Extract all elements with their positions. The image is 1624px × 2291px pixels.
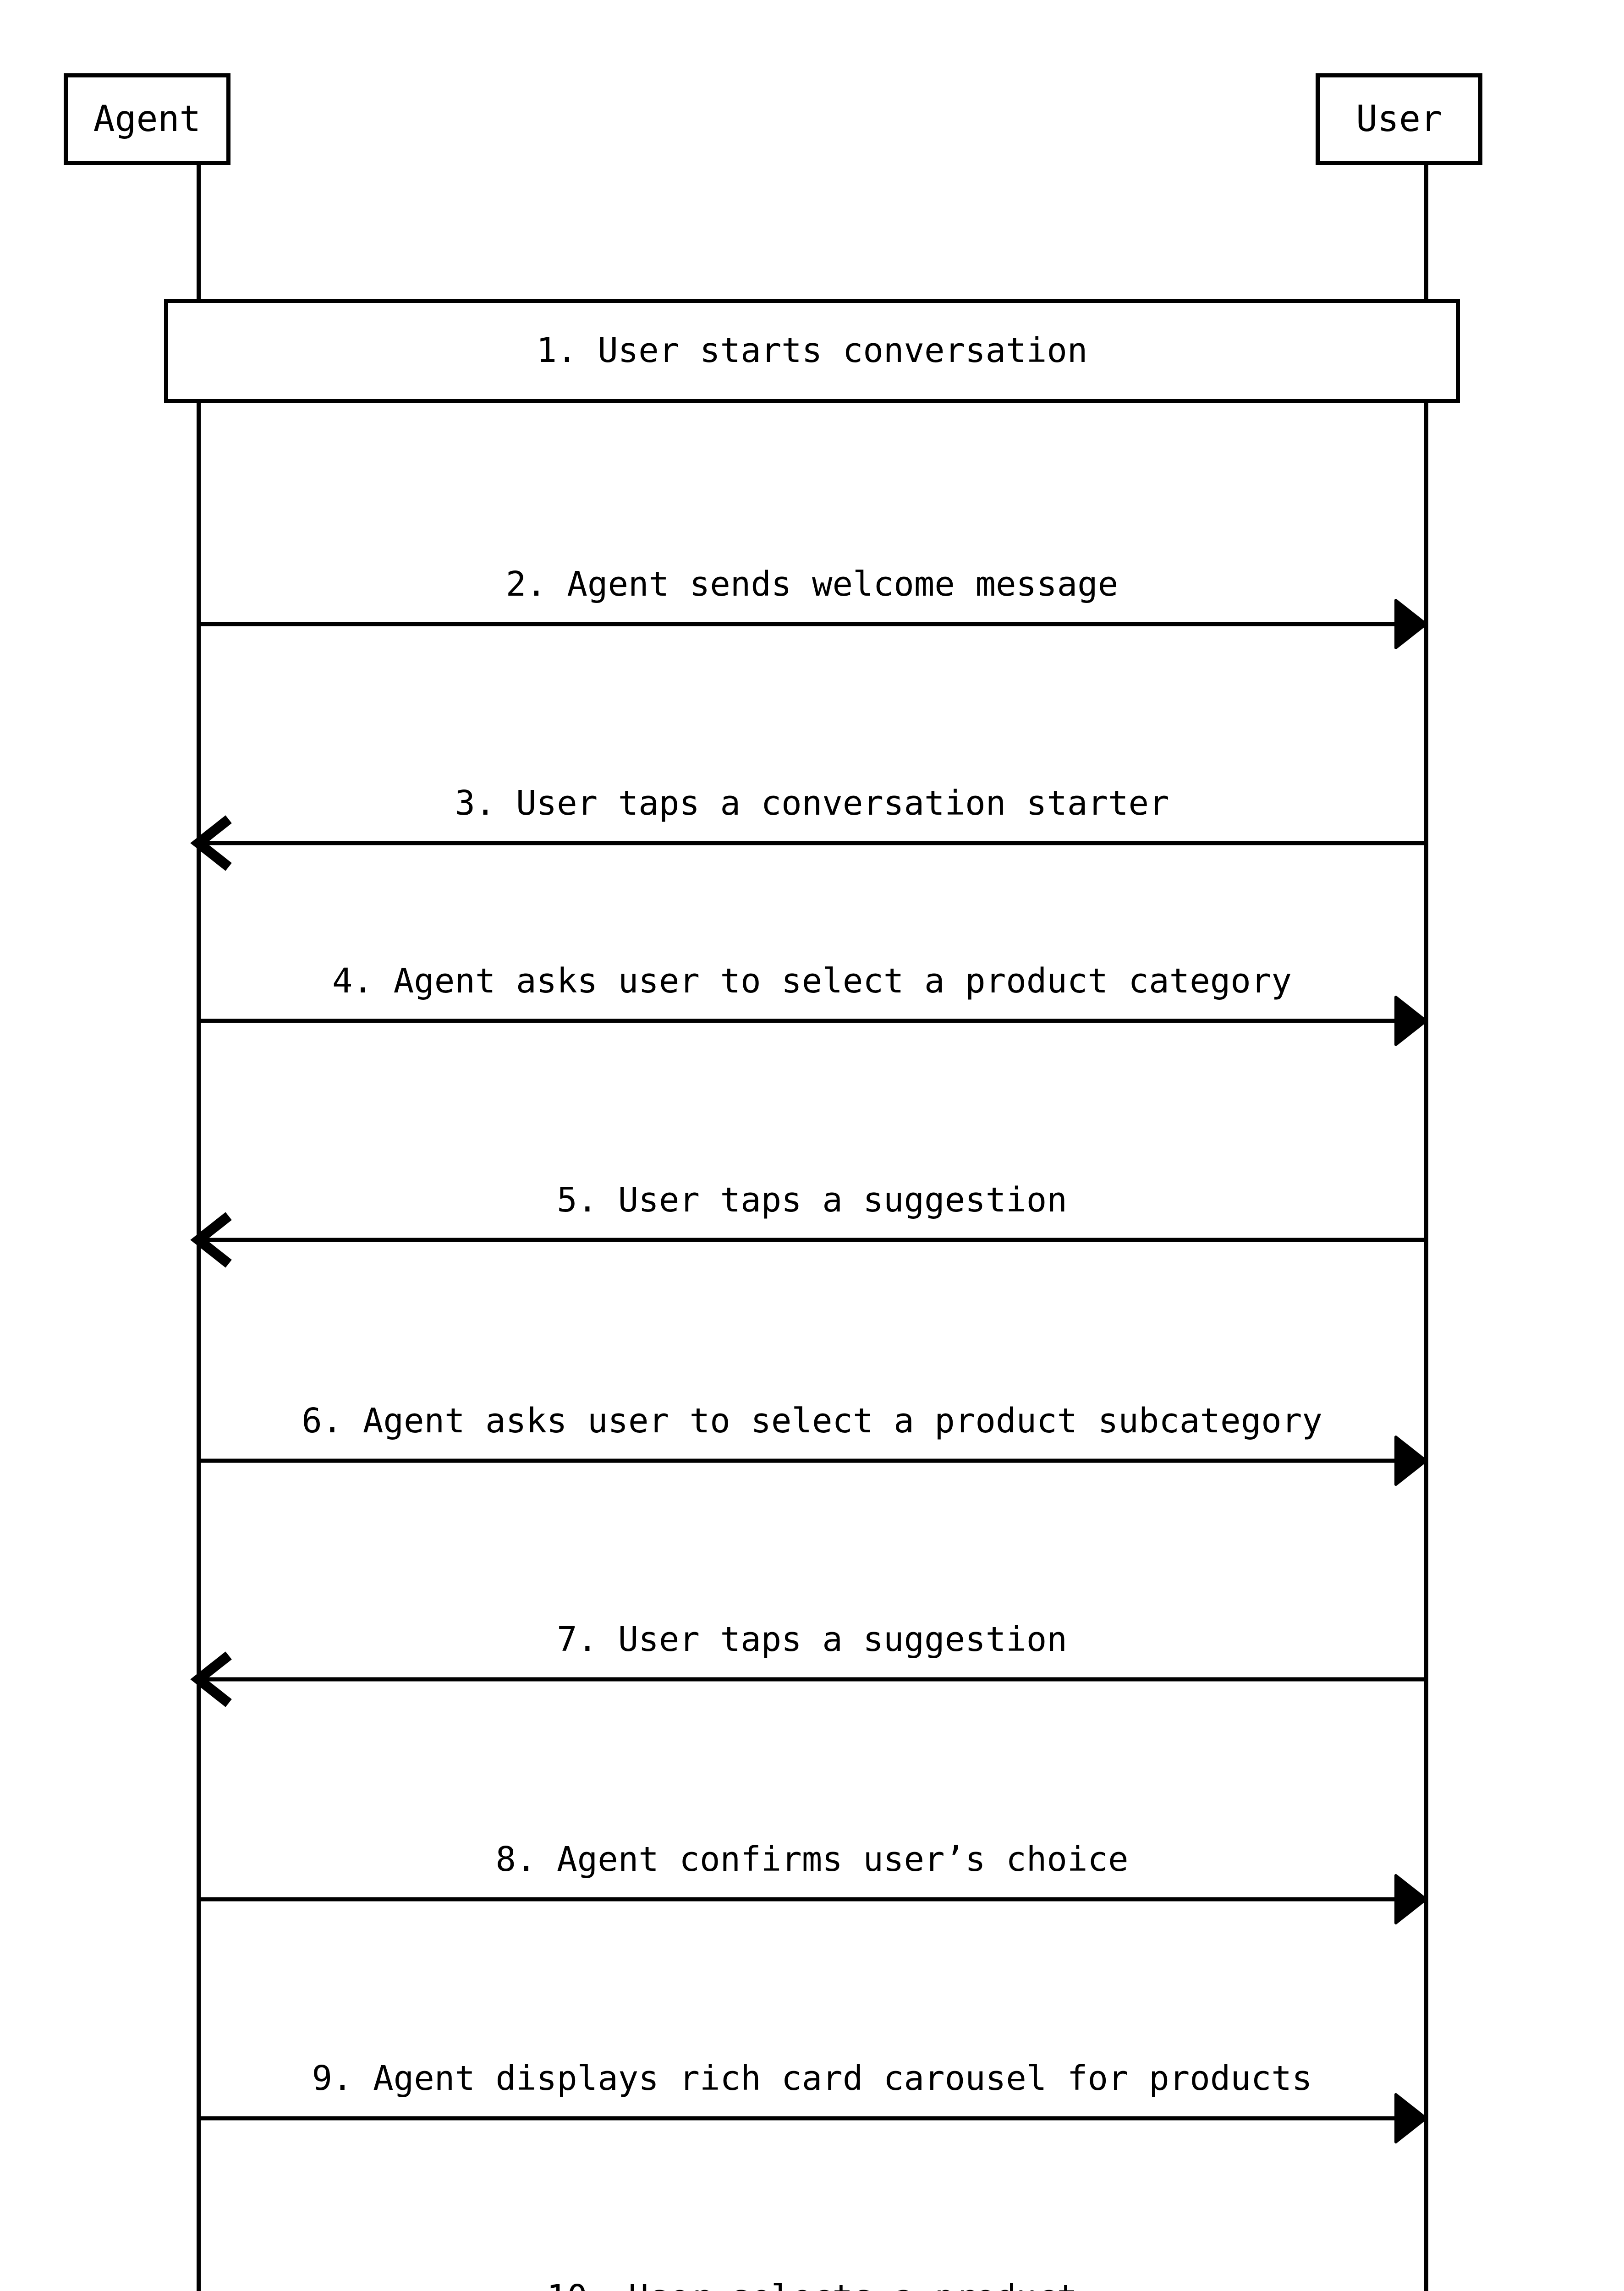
message-label-8: 8. Agent confirms user’s choice [495, 1839, 1128, 1880]
arrow-head-solid-right [1394, 1874, 1427, 1924]
message-label-line: 10. User selects a product [547, 2277, 1077, 2291]
message-label-line: 8. Agent confirms user’s choice [495, 1840, 1129, 1879]
message-label-line: 3. User taps a conversation starter [455, 784, 1169, 823]
message-label-6: 6. Agent asks user to select a product s… [302, 1400, 1322, 1441]
message-label-line: 5. User taps a suggestion [557, 1180, 1067, 1220]
arrow-head-open-left [190, 1212, 232, 1268]
message-arrow-4-right [198, 995, 1427, 1047]
arrow-head-open-left [190, 1651, 232, 1707]
message-arrow-8-right [198, 1874, 1427, 1925]
message-label-line: 2. Agent sends welcome message [505, 565, 1119, 604]
message-arrow-6-right [198, 1435, 1427, 1486]
message-label-line: 7. User taps a suggestion [557, 1620, 1067, 1659]
message-arrow-9-right [198, 2093, 1427, 2144]
note-label: 1. User starts conversation [536, 331, 1088, 371]
message-label-10: 10. User selects a product [547, 2277, 1077, 2291]
arrow-head-open-left [190, 815, 232, 871]
message-label-2: 2. Agent sends welcome message [506, 564, 1119, 605]
lifeline-agent [196, 165, 201, 2291]
message-label-7: 7. User taps a suggestion [557, 1619, 1067, 1660]
arrow-head-solid-right [1394, 1436, 1427, 1486]
participant-label: User [1356, 99, 1442, 140]
arrow-head-solid-right [1394, 599, 1427, 649]
participant-box-top-agent[interactable]: Agent [64, 73, 230, 165]
message-label-line: 6. Agent asks user to select a product s… [302, 1401, 1322, 1441]
message-arrow-3-left [190, 815, 1426, 871]
message-label-line: 4. Agent asks user to select a product c… [332, 961, 1292, 1001]
message-label-3: 3. User taps a conversation starter [455, 783, 1169, 824]
message-label-5: 5. User taps a suggestion [557, 1179, 1067, 1221]
message-arrow-7-left [190, 1651, 1426, 1707]
message-arrow-2-right [198, 598, 1427, 650]
message-label-9: 9. Agent displays rich card carousel for… [312, 2058, 1312, 2099]
message-label-4: 4. Agent asks user to select a product c… [332, 960, 1292, 1002]
note-box-step-1[interactable]: 1. User starts conversation [164, 299, 1460, 403]
message-label-line: 9. Agent displays rich card carousel for… [312, 2059, 1312, 2098]
message-arrow-5-left [190, 1212, 1426, 1268]
arrow-head-solid-right [1394, 2093, 1427, 2143]
participant-box-top-user[interactable]: User [1316, 73, 1482, 165]
participant-label: Agent [93, 99, 201, 140]
lifeline-user [1424, 165, 1428, 2291]
arrow-head-solid-right [1394, 996, 1427, 1046]
